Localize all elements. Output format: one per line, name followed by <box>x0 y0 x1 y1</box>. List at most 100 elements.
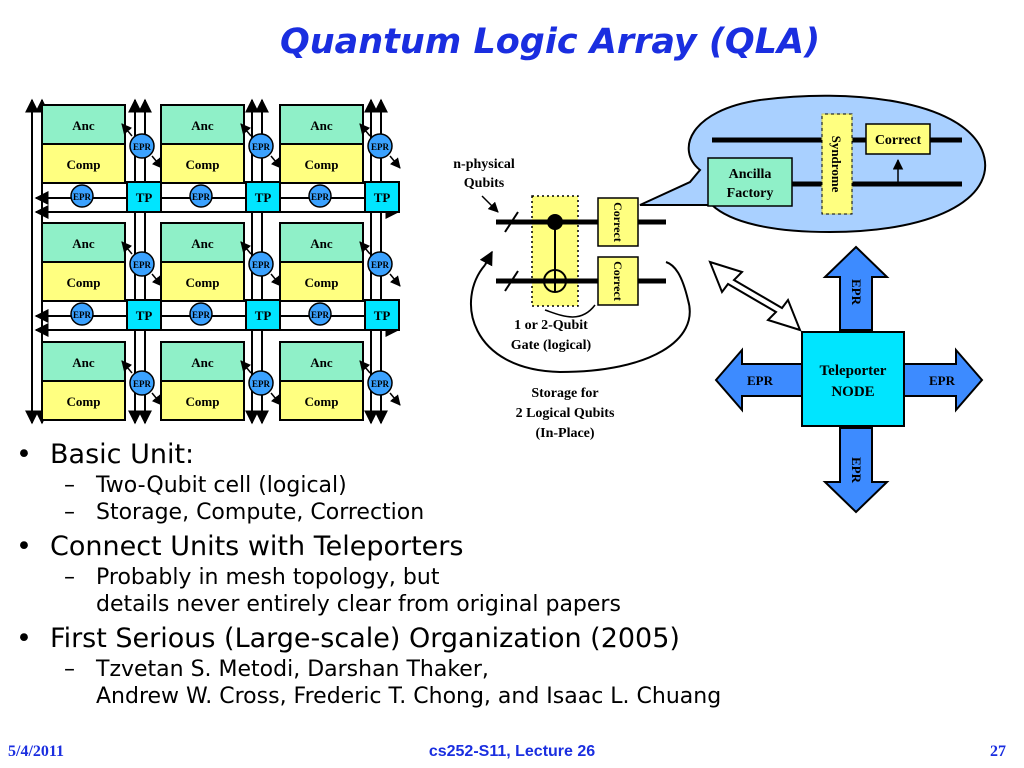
sub-bullet-text: Storage, Compute, Correction <box>96 500 425 525</box>
epr-circle <box>367 251 393 277</box>
comp-cell <box>41 380 126 421</box>
bullet-first-serious: First Serious (Large-scale) Organization… <box>14 622 894 656</box>
n-physical-label-2: Qubits <box>464 176 505 191</box>
comp-cell <box>41 143 126 184</box>
epr-arrow <box>121 360 133 374</box>
dash: – <box>64 500 75 525</box>
syndrome-box <box>821 113 853 215</box>
epr-circle <box>308 302 332 326</box>
syndrome-to-correct-arrow <box>852 158 904 185</box>
epr-arrow <box>359 123 371 137</box>
n-physical-arrow <box>481 195 499 213</box>
epr-arrow <box>240 360 252 374</box>
tp-label: TP <box>136 190 153 205</box>
sub-bullet-text: Probably in mesh topology, but <box>96 565 440 590</box>
comp-cell <box>160 143 245 184</box>
footer-date: 5/4/2011 <box>8 743 65 760</box>
tp-label: TP <box>374 308 391 323</box>
footer-page-number: 27 <box>990 743 1006 760</box>
comp-label: Comp <box>305 275 339 290</box>
comp-cell <box>160 261 245 302</box>
cnot-control <box>547 214 563 230</box>
bullet-basic-unit: Basic Unit: <box>14 438 894 472</box>
epr-arrow <box>389 155 401 169</box>
sub-bullet-mesh-cont: details never entirely clear from origin… <box>14 591 894 618</box>
sub-bullet-authors: –Tzvetan S. Metodi, Darshan Thaker, <box>14 656 894 683</box>
epr-circle <box>129 133 155 159</box>
epr-circle <box>70 184 94 208</box>
syndrome-hatch <box>821 113 853 215</box>
tp-box <box>126 181 162 213</box>
tp-label: TP <box>374 190 391 205</box>
teleporter-box <box>801 331 905 427</box>
epr-arrow <box>359 360 371 374</box>
anc-label: Anc <box>191 355 214 370</box>
epr-circle <box>248 251 274 277</box>
ancilla-factory-box <box>707 157 793 207</box>
storage-loop-arrow <box>479 250 493 267</box>
teleporter-label-2: NODE <box>831 384 874 400</box>
epr-circle <box>129 370 155 396</box>
storage-label-1: Storage for <box>531 386 598 401</box>
epr-arrow <box>240 241 252 255</box>
epr-label: EPR <box>371 260 390 270</box>
gate-diagram: n-physical Qubits Correct Correct 1 or 2… <box>453 157 691 441</box>
epr-arrow <box>121 241 133 255</box>
comp-label: Comp <box>186 394 220 409</box>
sub-bullet-storage: –Storage, Compute, Correction <box>14 499 894 526</box>
comp-label: Comp <box>186 275 220 290</box>
slide-title: Quantum Logic Array (QLA) <box>279 22 821 62</box>
epr-right-label: EPR <box>929 373 956 388</box>
epr-label: EPR <box>252 142 271 152</box>
gate-label-2: Gate (logical) <box>511 338 592 353</box>
storage-label-2: 2 Logical Qubits <box>516 406 615 421</box>
epr-arrow <box>240 123 252 137</box>
tp-box <box>364 181 400 213</box>
teleporter-label-1: Teleporter <box>820 363 887 379</box>
epr-label: EPR <box>133 142 152 152</box>
syndrome-label: Syndrome <box>829 136 844 193</box>
storage-loop <box>470 261 691 374</box>
double-arrow-shape <box>708 260 802 332</box>
comp-label: Comp <box>67 394 101 409</box>
anc-label: Anc <box>191 118 214 133</box>
anc-cell <box>41 222 126 263</box>
tp-box <box>126 299 162 331</box>
correct-label-1: Correct <box>611 202 625 242</box>
dash: – <box>64 565 75 590</box>
sub-bullet-mesh: –Probably in mesh topology, but <box>14 564 894 591</box>
epr-label: EPR <box>311 310 330 320</box>
speech-bubble <box>639 94 987 234</box>
epr-label: EPR <box>252 379 271 389</box>
correct-box-1 <box>597 197 639 247</box>
correct-box-bubble <box>865 123 931 155</box>
epr-circle <box>308 184 332 208</box>
sub-bullet-text: Andrew W. Cross, Frederic T. Chong, and … <box>96 684 722 709</box>
anc-label: Anc <box>72 118 95 133</box>
comp-cell <box>279 143 364 184</box>
dash: – <box>64 473 75 498</box>
epr-label: EPR <box>192 310 211 320</box>
comp-label: Comp <box>67 275 101 290</box>
epr-circle <box>367 370 393 396</box>
anc-label: Anc <box>72 236 95 251</box>
epr-arrow <box>359 241 371 255</box>
tp-label: TP <box>136 308 153 323</box>
comp-label: Comp <box>186 157 220 172</box>
comp-cell <box>160 380 245 421</box>
sub-bullet-text: Tzvetan S. Metodi, Darshan Thaker, <box>96 657 489 682</box>
correct-label-2: Correct <box>611 261 625 301</box>
epr-circle <box>189 302 213 326</box>
tp-box <box>245 181 281 213</box>
epr-label: EPR <box>192 192 211 202</box>
ancilla-label-2: Factory <box>727 186 774 201</box>
comp-label: Comp <box>305 394 339 409</box>
comp-label: Comp <box>67 157 101 172</box>
tp-label: TP <box>255 308 272 323</box>
sub-bullet-text: details never entirely clear from origin… <box>96 592 621 617</box>
epr-arrow <box>389 392 401 406</box>
anc-label: Anc <box>310 355 333 370</box>
comp-cell <box>41 261 126 302</box>
epr-label: EPR <box>133 379 152 389</box>
